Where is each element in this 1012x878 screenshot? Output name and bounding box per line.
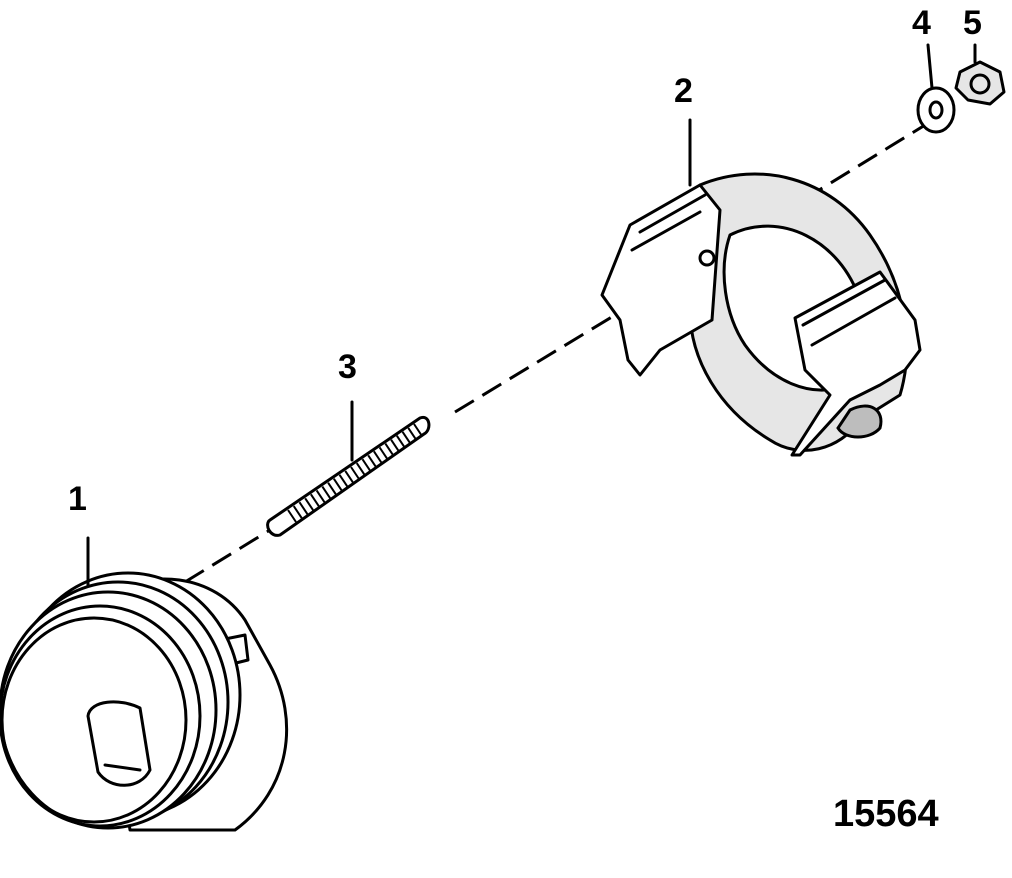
thread-line [407, 427, 418, 441]
thread-line [310, 493, 320, 507]
thread-line [327, 482, 337, 496]
stud-threads [287, 423, 423, 523]
callout-5: 5 [963, 4, 982, 42]
callout-3: 3 [338, 348, 357, 386]
thread-line [361, 458, 372, 472]
cover-bracket-part [600, 172, 922, 457]
figure-number: 15564 [833, 793, 939, 835]
thread-line [321, 485, 332, 500]
thread-line [384, 442, 395, 457]
thread-line [355, 462, 366, 476]
callout-2: 2 [674, 72, 693, 110]
thread-line [350, 466, 360, 480]
stud-part [266, 415, 431, 537]
thread-line [373, 450, 383, 464]
thread-line [344, 470, 355, 484]
pulley-part [0, 571, 288, 832]
callout-4: 4 [912, 4, 931, 42]
washer-part [916, 86, 956, 134]
thread-line [390, 439, 400, 453]
callout-1: 1 [68, 480, 87, 518]
thread-line [378, 446, 389, 461]
thread-line [315, 489, 326, 504]
leader-line-4 [926, 43, 934, 90]
thread-line [338, 474, 349, 488]
thread-line [395, 435, 406, 449]
thread-line [401, 431, 412, 445]
thread-line [298, 501, 309, 515]
thread-line [292, 505, 303, 519]
thread-line [367, 454, 378, 468]
nut-part [954, 60, 1006, 106]
thread-line [304, 497, 315, 511]
thread-line [332, 478, 343, 492]
thread-line [413, 423, 423, 437]
thread-line [287, 509, 297, 523]
